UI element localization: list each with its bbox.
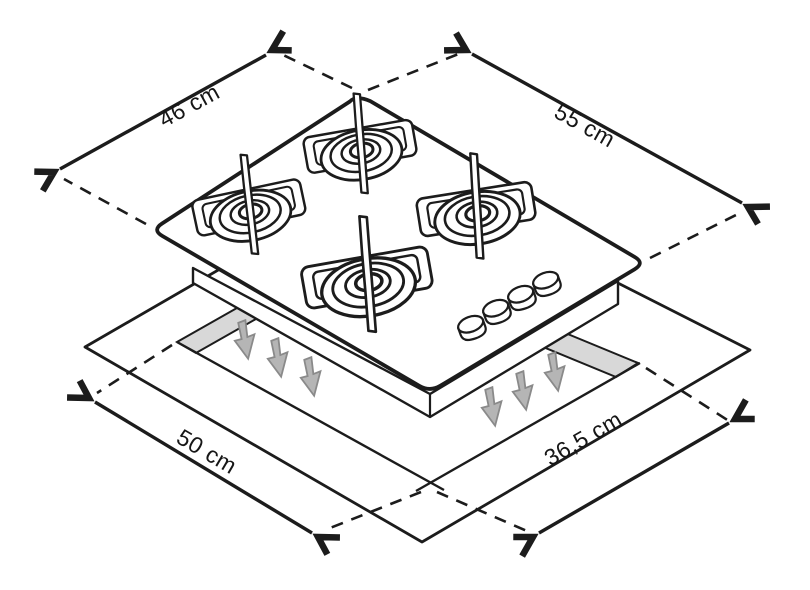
cooktop-body bbox=[191, 266, 620, 419]
extension-line-glass-right bbox=[649, 211, 741, 260]
extension-line-cutout-bottom-b bbox=[436, 490, 528, 533]
extension-lines-bottom bbox=[96, 343, 730, 533]
dimension-line-top-right bbox=[471, 52, 743, 205]
arrowhead bbox=[67, 380, 94, 408]
arrowhead bbox=[313, 528, 340, 556]
dimension-line-bottom-right bbox=[538, 421, 730, 535]
arrowhead bbox=[743, 197, 770, 225]
cutout-edge-front-left bbox=[176, 340, 445, 492]
dimension-label-top-left: 46 cm bbox=[154, 78, 224, 132]
extension-lines-top bbox=[63, 50, 741, 260]
extension-line-cutout-right bbox=[645, 366, 730, 423]
cooktop-glass-surface bbox=[155, 96, 642, 391]
arrowhead bbox=[267, 31, 294, 59]
extension-line-glass-left bbox=[63, 177, 147, 226]
arrowhead bbox=[512, 528, 539, 556]
extension-line-glass-top-b bbox=[367, 51, 462, 92]
extension-line-cutout-bottom-a bbox=[324, 490, 422, 532]
arrowhead bbox=[729, 400, 756, 428]
extension-line-glass-top-a bbox=[276, 50, 353, 90]
dimension-line-bottom-left bbox=[94, 400, 313, 535]
extension-line-cutout-left bbox=[96, 343, 173, 395]
cutout-edge-front-right bbox=[415, 361, 641, 493]
dimension-label-top-right: 55 cm bbox=[550, 98, 620, 152]
dimension-line-top-left bbox=[59, 53, 267, 171]
arrowhead bbox=[33, 163, 60, 191]
